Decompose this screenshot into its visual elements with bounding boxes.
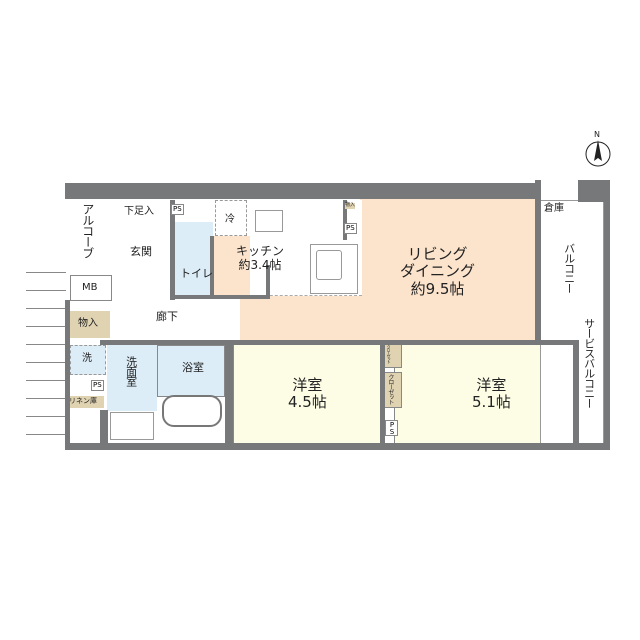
north-compass: N: [584, 130, 612, 170]
bathroom-label: 浴室: [182, 361, 204, 374]
washer-space: [70, 345, 106, 375]
north-label: N: [594, 130, 600, 139]
ps-label-entrance: PS: [171, 204, 184, 215]
fridge-label: 冷: [225, 214, 235, 225]
toilet-label: トイレ: [180, 267, 213, 280]
linen-label: リネン庫: [69, 397, 97, 405]
sink: [316, 250, 342, 280]
western-room-1-label: 洋室 4.5帖: [288, 376, 327, 412]
living-name: リビング: [407, 245, 468, 263]
linen-closet: [68, 396, 104, 408]
western-room-2-label: 洋室 5.1帖: [472, 376, 511, 412]
western-room-2-name: 洋室: [476, 376, 507, 394]
washroom-label: 洗面室: [124, 356, 138, 386]
western-room-1: [233, 344, 381, 444]
bathroom: [157, 345, 225, 397]
north-arrow-icon: [585, 140, 611, 167]
shoe-storage-label: 下足入: [124, 206, 154, 217]
toilet-room: [175, 222, 213, 296]
storage-room: [68, 311, 110, 338]
kitchen-size: 約3.4帖: [238, 257, 282, 272]
washbasin: [110, 412, 154, 440]
closet-small-label: クローゼット: [386, 345, 392, 363]
bathtub: [162, 395, 222, 427]
warehouse-label: 倉庫: [544, 203, 564, 214]
kitchen-storage-label: 物入: [345, 202, 356, 209]
ps-label-washroom: PS: [91, 380, 104, 391]
kitchen-island: [310, 244, 358, 294]
washroom: [107, 345, 157, 411]
ps-label-kitchen: PS: [344, 223, 357, 234]
stove-icon: [255, 210, 283, 232]
washer-label: 洗: [82, 353, 92, 364]
entrance-label: 玄関: [130, 245, 152, 258]
balcony-label: バルコニー: [562, 243, 576, 293]
kitchen-name: キッチン: [236, 244, 285, 258]
western-room-2-size: 5.1帖: [472, 393, 511, 412]
closet-label: クローゼット: [386, 374, 394, 404]
alcove-label: アルコーブ: [80, 203, 95, 258]
living-label: リビング ダイニング 約9.5帖: [400, 245, 476, 298]
mb-box: [70, 275, 112, 301]
ps-label-closet: PS: [385, 420, 398, 436]
living-lower-area: [240, 296, 370, 341]
hallway-label: 廊下: [156, 310, 178, 323]
mb-label: MB: [82, 282, 98, 293]
western-room-1-size: 4.5帖: [288, 393, 327, 412]
living-size: 約9.5帖: [410, 279, 465, 298]
living-dining-room: [360, 199, 536, 341]
western-room-1-name: 洋室: [292, 376, 323, 394]
service-balcony-label: サービスバルコニー: [582, 318, 596, 408]
fridge-space: [215, 200, 247, 236]
dining-name: ダイニング: [400, 262, 476, 281]
storage-label: 物入: [78, 318, 98, 329]
kitchen-label: キッチン 約3.4帖: [236, 244, 285, 273]
